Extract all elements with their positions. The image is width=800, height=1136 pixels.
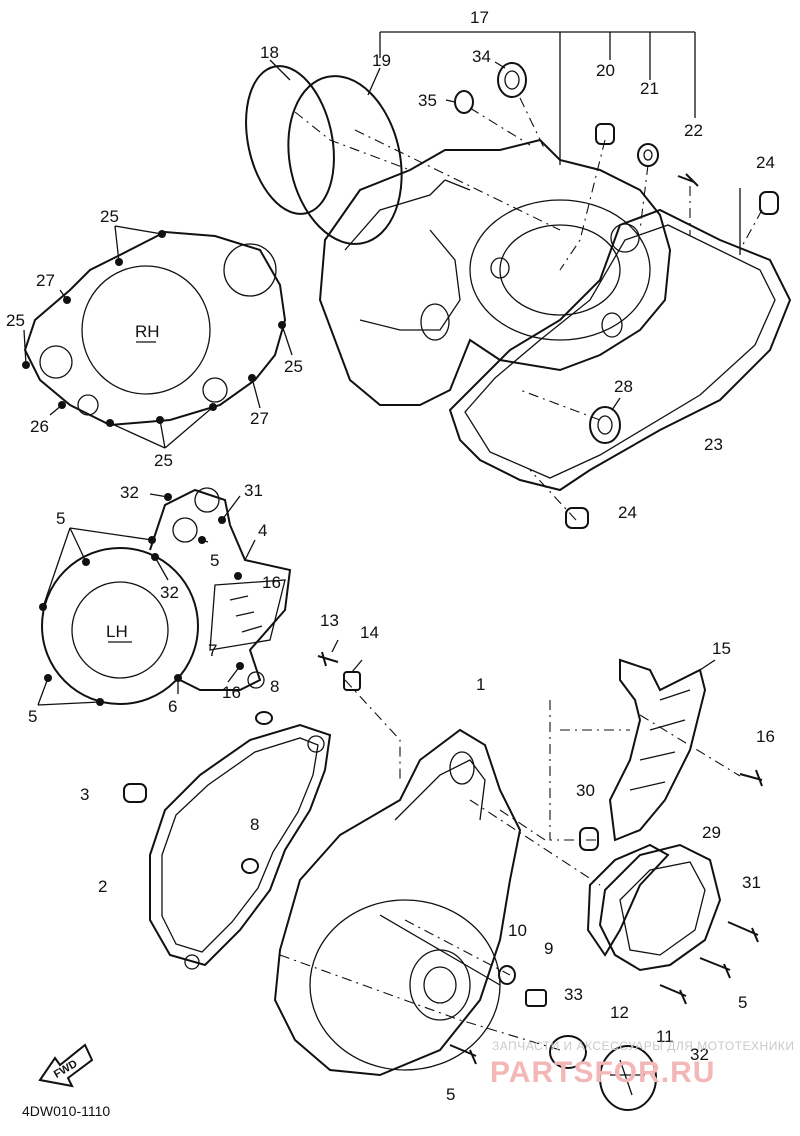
callout-6: 6 — [168, 697, 177, 716]
callout-27-right: 27 — [250, 409, 269, 428]
callout-16-right: 16 — [756, 727, 775, 746]
callout-2: 2 — [98, 877, 107, 896]
callout-25-top: 25 — [100, 207, 119, 226]
callout-32-bottom: 32 — [690, 1045, 709, 1064]
callout-14: 14 — [360, 623, 379, 642]
gasket-33 — [586, 843, 670, 957]
callout-20: 20 — [596, 61, 615, 80]
callout-35: 35 — [418, 91, 437, 110]
callout-24-bottom: 24 — [618, 503, 637, 522]
bolt-31b — [727, 921, 759, 943]
callout-9: 9 — [544, 939, 553, 958]
callout-5-middle: 5 — [210, 551, 219, 570]
left-cover-casting-1 — [273, 728, 522, 1077]
collar-20 — [595, 123, 615, 145]
callout-32-middle: 32 — [160, 583, 179, 602]
cover-gasket-23 — [448, 208, 792, 492]
callout-3: 3 — [80, 785, 89, 804]
gasket-ring-19 — [287, 75, 403, 245]
callout-25-right: 25 — [284, 357, 303, 376]
dowel-pin-3 — [123, 783, 147, 803]
lh-bolt-pattern-view — [37, 487, 292, 706]
callout-4: 4 — [258, 521, 267, 540]
bolt-5d — [699, 957, 731, 979]
callout-16-lower: 16 — [222, 683, 241, 702]
dowel-pin-24b — [565, 507, 589, 529]
callout-29: 29 — [702, 823, 721, 842]
callout-18: 18 — [260, 43, 279, 62]
callout-32-top: 32 — [120, 483, 139, 502]
callout-19: 19 — [372, 51, 391, 70]
callout-5-lower-left: 5 — [28, 707, 37, 726]
callout-28: 28 — [614, 377, 633, 396]
callout-24-top: 24 — [756, 153, 775, 172]
part-code: 4DW010-1110 — [22, 1103, 110, 1119]
left-crankcase-cover-group — [38, 639, 763, 1111]
callout-5-bottom: 5 — [446, 1085, 455, 1104]
o-ring-8a — [255, 711, 273, 725]
right-crankcase-cover-group — [245, 31, 792, 529]
washer-21 — [637, 143, 659, 167]
callout-16-upper: 16 — [262, 573, 281, 592]
fwd-arrow-icon — [38, 1043, 94, 1088]
watermark-brand: PARTSFOR.RU — [490, 1056, 715, 1089]
callout-5-right: 5 — [738, 993, 747, 1012]
fwd-label: FWD — [52, 1058, 80, 1081]
callout-31-top: 31 — [244, 481, 263, 500]
cover-gasket-2 — [149, 723, 332, 967]
watermark: ЗАПЧАСТИ И АКСЕССУАРЫ ДЛЯ МОТОТЕХНИКИ PA… — [490, 1039, 794, 1089]
callout-10: 10 — [508, 921, 527, 940]
callout-25-bottom: 25 — [154, 451, 173, 470]
callout-labels: 17 18 19 34 35 20 21 22 24 25 27 25 25 2… — [6, 8, 775, 1119]
callout-1: 1 — [476, 675, 485, 694]
dowel-pin-24a — [759, 191, 779, 215]
callout-21: 21 — [640, 79, 659, 98]
clutch-housing-ring — [469, 199, 651, 341]
filler-cap-11 — [599, 1045, 657, 1111]
oil-seal-35 — [454, 90, 474, 114]
rh-bolt-pattern-view — [22, 225, 293, 449]
callout-17: 17 — [470, 8, 489, 27]
bolt-32c — [659, 984, 687, 1005]
rh-label: RH — [135, 322, 160, 341]
callout-7: 7 — [208, 641, 217, 660]
callout-22: 22 — [684, 121, 703, 140]
callout-8-lower: 8 — [250, 815, 259, 834]
callout-25-left: 25 — [6, 311, 25, 330]
plug-9 — [525, 989, 547, 1007]
callout-33: 33 — [564, 985, 583, 1004]
callout-8-upper: 8 — [270, 677, 279, 696]
callout-5-upper-left: 5 — [56, 509, 65, 528]
right-cover-casting — [318, 138, 672, 406]
callout-11: 11 — [656, 1027, 674, 1046]
o-ring-12 — [549, 1035, 587, 1069]
callout-34: 34 — [472, 47, 491, 66]
oil-seal-34 — [497, 62, 527, 98]
callout-15: 15 — [712, 639, 731, 658]
sprocket-guard-15 — [608, 658, 707, 842]
bolt-16c — [739, 769, 763, 787]
callout-27-left: 27 — [36, 271, 55, 290]
dowel-pin-30 — [579, 827, 599, 851]
callout-31-right: 31 — [742, 873, 761, 892]
lh-label: LH — [106, 622, 128, 641]
callout-26: 26 — [30, 417, 49, 436]
bolt-22 — [677, 173, 699, 187]
callout-12: 12 — [610, 1003, 629, 1022]
bolt-13 — [317, 651, 339, 667]
bearing-28 — [589, 406, 621, 444]
watermark-tagline: ЗАПЧАСТИ И АКСЕССУАРЫ ДЛЯ МОТОТЕХНИКИ — [492, 1039, 794, 1053]
gasket-ring-18 — [245, 65, 335, 215]
bolt-5e — [449, 1044, 477, 1065]
callout-23: 23 — [704, 435, 723, 454]
callout-30: 30 — [576, 781, 595, 800]
o-ring-10 — [498, 965, 516, 985]
o-ring-8b — [241, 858, 259, 874]
callout-13: 13 — [320, 611, 339, 630]
